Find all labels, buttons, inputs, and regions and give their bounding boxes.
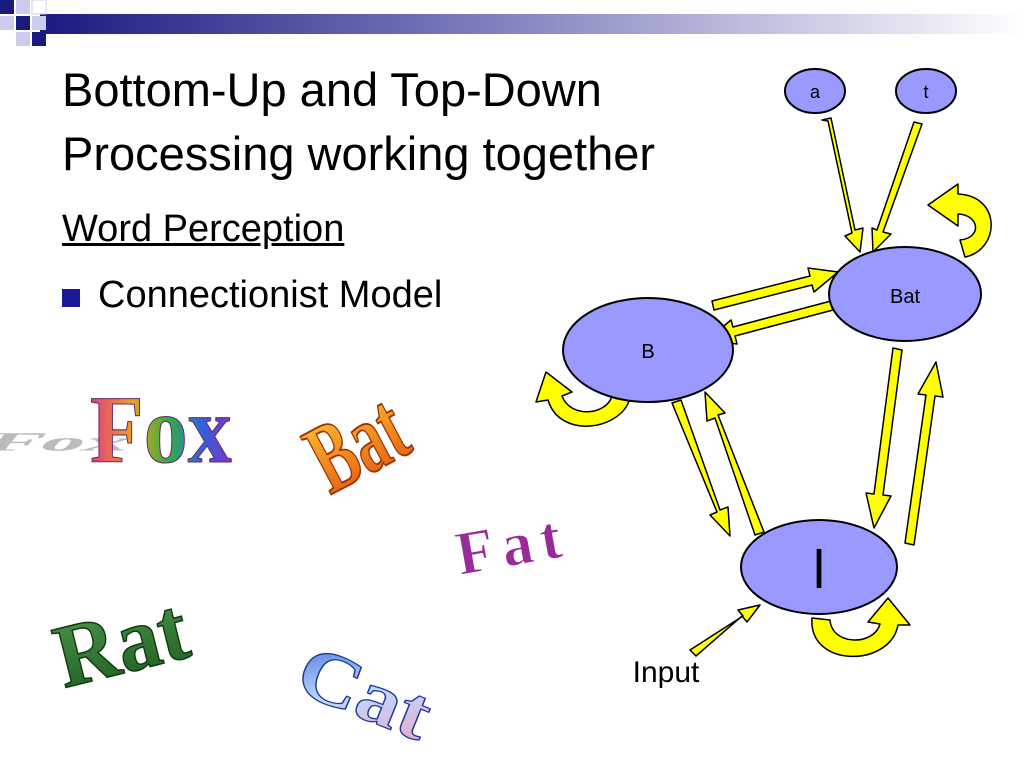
node-a-label: a [810, 82, 821, 102]
arrow-bat-to-l [865, 347, 903, 529]
wordart-rat: Rat [45, 578, 198, 707]
node-b: B [562, 297, 734, 403]
node-bat: Bat [828, 246, 982, 342]
arrow-l-to-bat [904, 361, 944, 546]
arrow-b-to-bat [711, 267, 839, 311]
arrow-b-to-l [671, 399, 731, 537]
node-l-label: l [813, 540, 825, 600]
wordart-fat: Fat [451, 502, 575, 589]
node-b-label: B [641, 341, 654, 363]
node-l: l [740, 519, 898, 615]
bullet-text: Connectionist Model [98, 274, 443, 316]
self-loop-bat-icon [927, 183, 992, 258]
word-art: Fox Fox Bat Fat Rat Cat [0, 371, 575, 757]
wordart-cat: Cat [286, 628, 444, 757]
header-bar [0, 0, 1024, 46]
node-bat-label: Bat [890, 286, 920, 308]
arrow-l-to-b [704, 391, 765, 536]
bullet-item: Connectionist Model [62, 274, 442, 317]
title-line-2: Processing working together [62, 127, 656, 180]
self-loops [535, 183, 992, 658]
corner-squares-icon [0, 0, 47, 46]
arrow-t-to-bat [871, 121, 923, 253]
slide-title: Bottom-Up and Top-Down Processing workin… [62, 58, 655, 186]
arrow-a-to-bat [821, 117, 864, 253]
subtitle: Word Perception [62, 208, 345, 250]
wordart-fox: Fox [90, 377, 232, 484]
bullet-square-icon [62, 288, 80, 307]
node-a: a [784, 68, 846, 114]
input-label: Input [633, 656, 700, 689]
self-loop-l-icon [811, 597, 911, 658]
self-loop-b-icon [535, 371, 631, 427]
arrows [671, 117, 944, 657]
title-line-1: Bottom-Up and Top-Down [62, 63, 602, 116]
svg-text:Fox: Fox [0, 427, 144, 456]
wordart-bat: Bat [289, 372, 426, 515]
node-t: t [895, 68, 957, 114]
node-t-label: t [923, 82, 928, 102]
arrow-input-to-l [689, 604, 761, 657]
